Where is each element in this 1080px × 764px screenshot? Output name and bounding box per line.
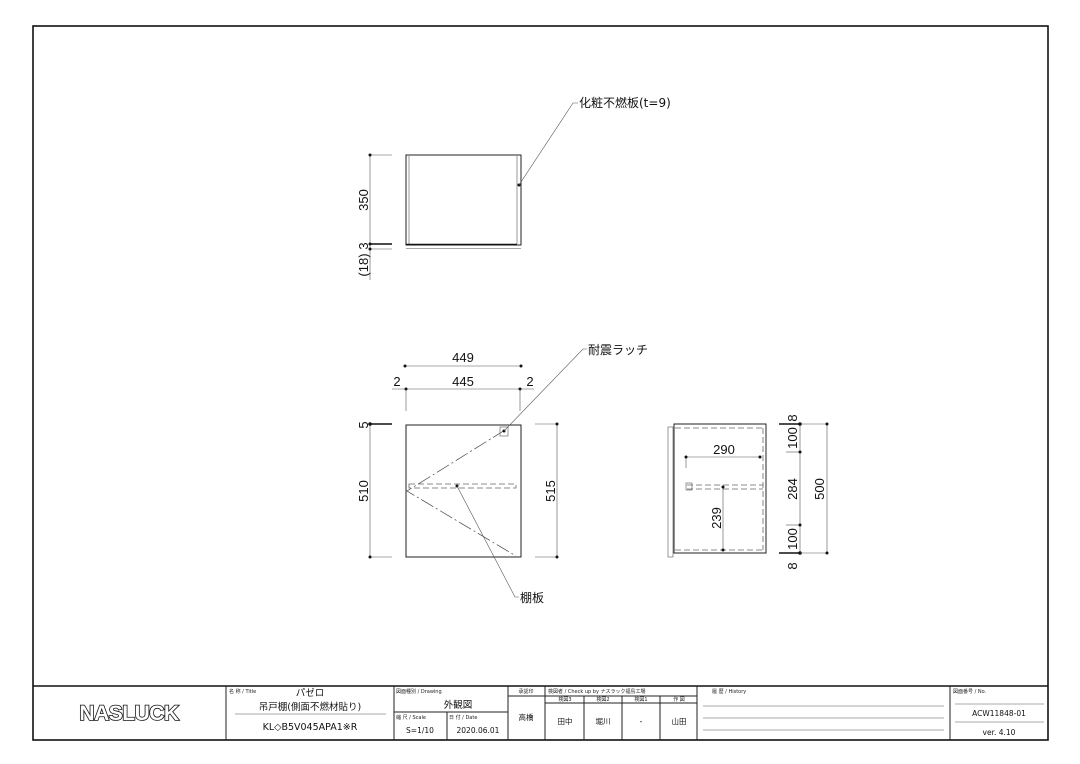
dim-side-lower: 100 bbox=[785, 528, 800, 550]
history-label: 履 歴 / History bbox=[712, 689, 746, 695]
date-label: 日 付 / Date bbox=[449, 714, 477, 721]
dim-top-height: 350 bbox=[356, 189, 371, 211]
drawing-number: ACW11848-01 bbox=[972, 709, 1026, 718]
checker-role: 検図3 bbox=[558, 696, 571, 703]
checker-role: 検図1 bbox=[634, 696, 647, 703]
dim-inner-width: 445 bbox=[452, 374, 474, 389]
dim-overall-height: 515 bbox=[543, 480, 558, 502]
front-view-door bbox=[405, 424, 522, 558]
shelf-hidden bbox=[408, 483, 517, 489]
leader-panel bbox=[518, 102, 578, 186]
date-value: 2020.06.01 bbox=[457, 726, 500, 735]
dim-depth: 290 bbox=[713, 442, 735, 457]
version: ver. 4.10 bbox=[983, 728, 1016, 737]
check-label: 検図者 / Check up by ナスラック福島工場 bbox=[548, 688, 646, 695]
checker-role: 作 図 bbox=[673, 696, 685, 703]
sheet-border bbox=[32, 25, 1049, 741]
side-view-outline bbox=[673, 423, 767, 554]
callout-shelf: 棚板 bbox=[520, 590, 544, 605]
leader-latch bbox=[503, 348, 587, 432]
dim-shelf-height: 239 bbox=[709, 507, 724, 529]
checker-name: 堀川 bbox=[596, 717, 611, 726]
top-view-outline bbox=[405, 154, 522, 246]
dim-side-upper: 100 bbox=[785, 427, 800, 449]
side-view: 290 239 8 100 284 100 8 500 bbox=[667, 414, 829, 570]
dim-overall-width: 449 bbox=[452, 350, 474, 365]
dim-door-height: 510 bbox=[356, 480, 371, 502]
callout-latch: 耐震ラッチ bbox=[588, 343, 648, 357]
checker-name: - bbox=[640, 717, 643, 726]
dim-side-bottom: 8 bbox=[785, 562, 800, 569]
drawing-type-label: 図面種別 / Drawing bbox=[396, 688, 442, 695]
model-number: KL◇B5V045APA1※R bbox=[263, 722, 358, 733]
dim-top-gap: 5 bbox=[356, 421, 371, 428]
dim-left-gap: 2 bbox=[393, 374, 400, 389]
leader-shelf bbox=[456, 485, 519, 598]
approver-name: 高橋 bbox=[519, 712, 534, 722]
dim-top-gap: 3 bbox=[356, 242, 371, 249]
door-swing-line bbox=[406, 429, 517, 557]
checker-name: 山田 bbox=[672, 716, 687, 726]
checker-role: 検図2 bbox=[596, 696, 609, 703]
dim-side-overall: 500 bbox=[812, 478, 827, 500]
title-label: 名 称 / Title bbox=[229, 688, 256, 695]
approval-label: 承認印 bbox=[518, 688, 533, 695]
series-name: パゼロ bbox=[296, 687, 325, 699]
front-view: 449 445 2 2 5 510 515 耐震ラッチ 棚板 bbox=[356, 343, 648, 605]
drawing-type: 外観図 bbox=[444, 699, 473, 711]
title-block: NASLUCK 名 称 / Title パゼロ 吊戸棚(側面不燃材貼り) KL◇… bbox=[33, 685, 1048, 740]
scale-value: S=1/10 bbox=[406, 726, 434, 735]
dim-top-thickness: (18) bbox=[356, 253, 371, 276]
side-panel bbox=[667, 426, 674, 558]
scale-label: 縮 尺 / Scale bbox=[396, 714, 426, 721]
number-label: 図面番号 / No. bbox=[953, 688, 987, 695]
dim-side-middle: 284 bbox=[785, 478, 800, 500]
dim-side-top: 8 bbox=[785, 414, 800, 421]
callout-panel: 化粧不燃板(t=9) bbox=[579, 95, 671, 110]
top-view: 350 3 (18) 化粧不燃板(t=9) bbox=[356, 95, 671, 280]
dim-right-gap: 2 bbox=[526, 374, 533, 389]
product-name: 吊戸棚(側面不燃材貼り) bbox=[259, 701, 361, 713]
checker-name: 田中 bbox=[558, 716, 573, 726]
nasluck-logo: NASLUCK bbox=[79, 702, 178, 725]
latch-symbol bbox=[499, 426, 509, 437]
